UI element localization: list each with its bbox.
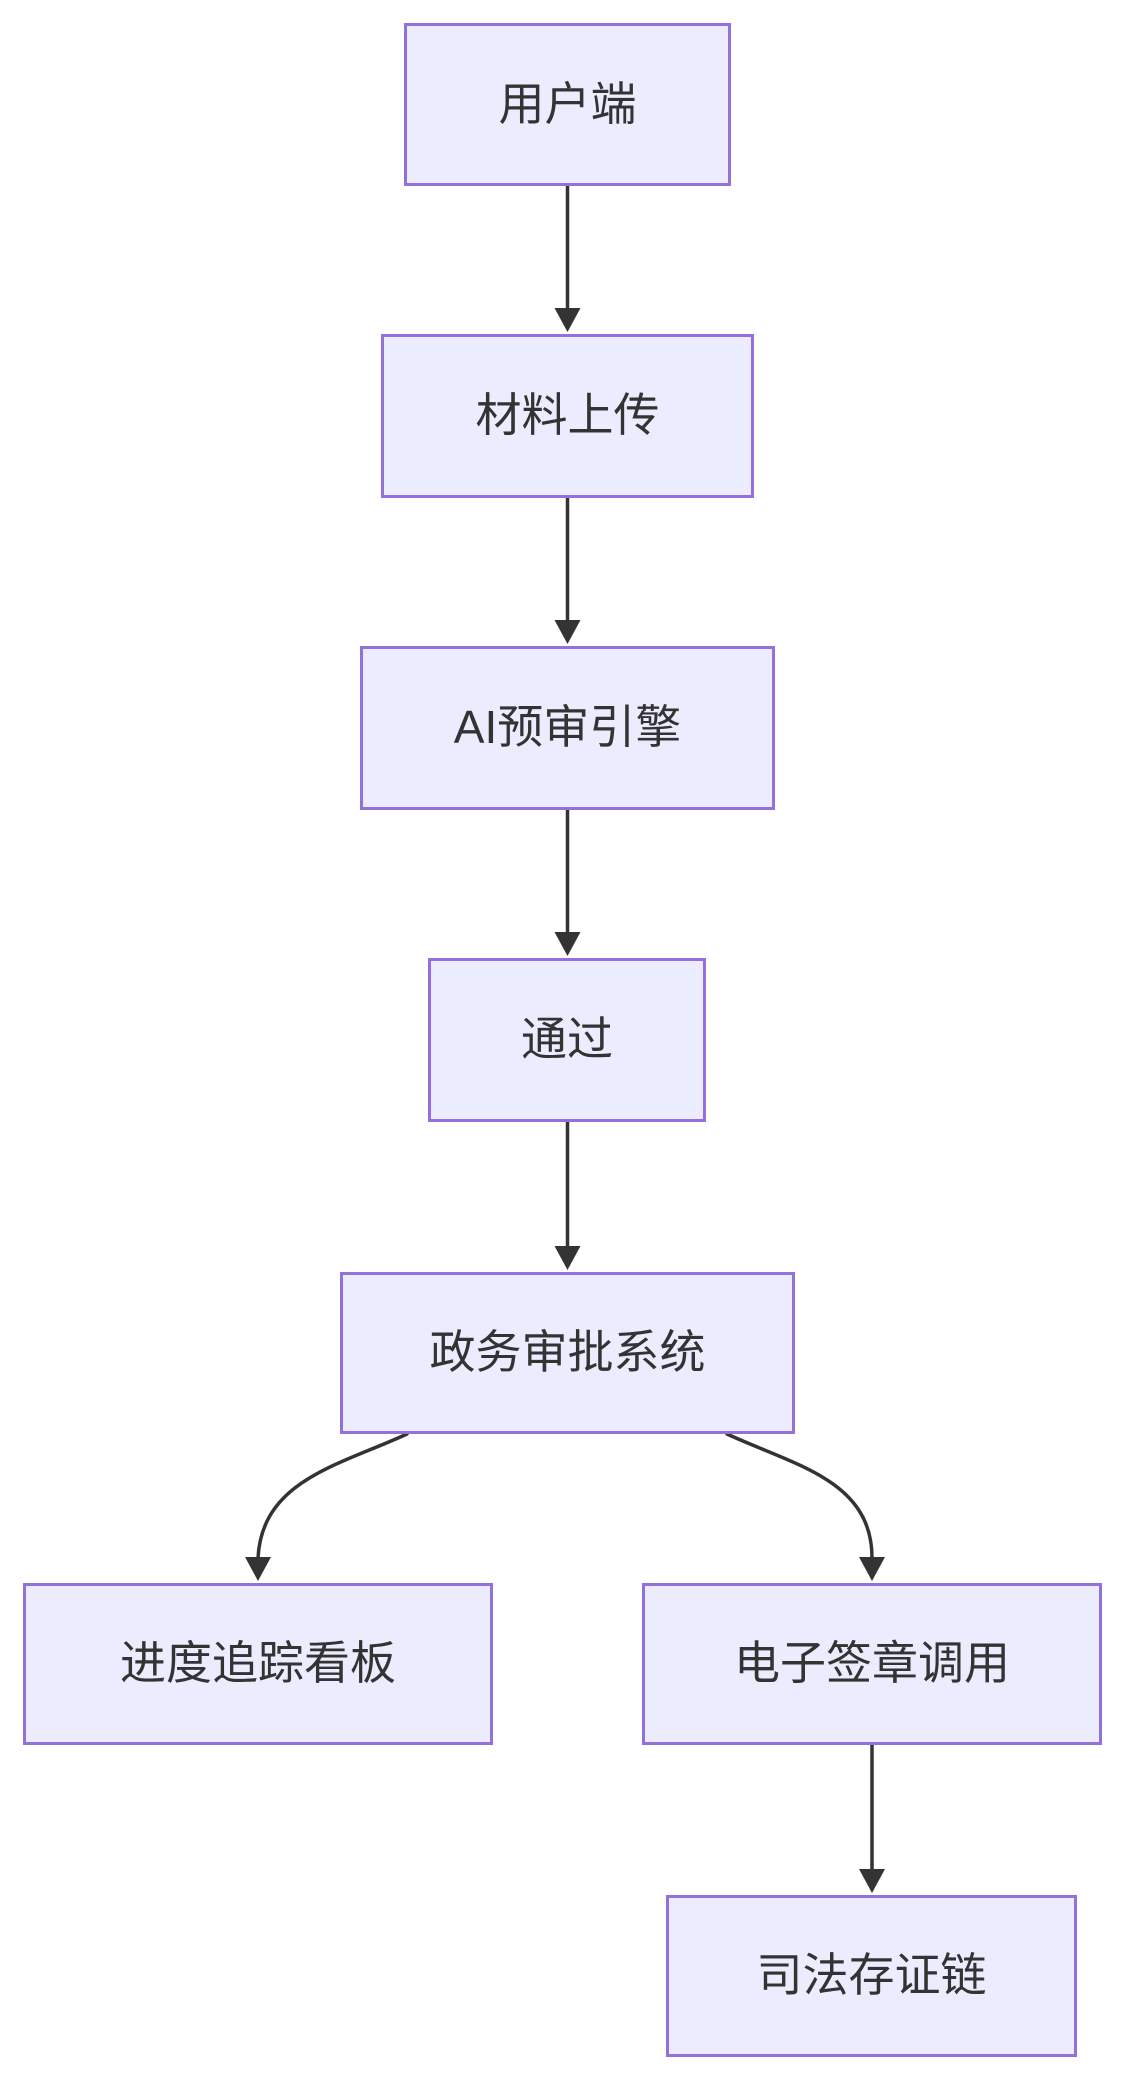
arrowhead-ai-to-pass bbox=[554, 932, 581, 956]
edge-gov-to-track bbox=[256, 1432, 409, 1560]
node-e-signature-call: 电子签章调用 bbox=[642, 1583, 1102, 1745]
node-judicial-evidence-chain: 司法存证链 bbox=[666, 1895, 1077, 2057]
node-user-terminal: 用户端 bbox=[404, 23, 731, 186]
node-pass: 通过 bbox=[428, 958, 706, 1122]
node-e-signature-call-label: 电子签章调用 bbox=[734, 1637, 1010, 1690]
node-material-upload: 材料上传 bbox=[381, 334, 754, 498]
node-ai-preview-engine-label: AI预审引擎 bbox=[453, 701, 682, 754]
node-pass-label: 通过 bbox=[521, 1013, 613, 1066]
node-judicial-evidence-chain-label: 司法存证链 bbox=[756, 1949, 987, 2002]
arrowhead-sign-to-chain bbox=[859, 1869, 885, 1893]
node-progress-tracking-board-label: 进度追踪看板 bbox=[120, 1637, 396, 1690]
arrowhead-upload-to-ai bbox=[554, 620, 581, 644]
arrowhead-gov-to-sign bbox=[859, 1557, 885, 1581]
node-ai-preview-engine: AI预审引擎 bbox=[360, 646, 775, 810]
node-gov-approval-system: 政务审批系统 bbox=[340, 1272, 795, 1434]
node-user-terminal-label: 用户端 bbox=[498, 77, 637, 130]
node-gov-approval-system-label: 政务审批系统 bbox=[429, 1326, 706, 1379]
node-material-upload-label: 材料上传 bbox=[475, 389, 660, 442]
arrowhead-pass-to-gov bbox=[554, 1246, 581, 1270]
edge-gov-to-sign bbox=[725, 1432, 874, 1560]
arrowhead-user-to-upload bbox=[554, 308, 581, 332]
arrowhead-gov-to-track bbox=[245, 1557, 271, 1581]
node-progress-tracking-board: 进度追踪看板 bbox=[23, 1583, 493, 1745]
